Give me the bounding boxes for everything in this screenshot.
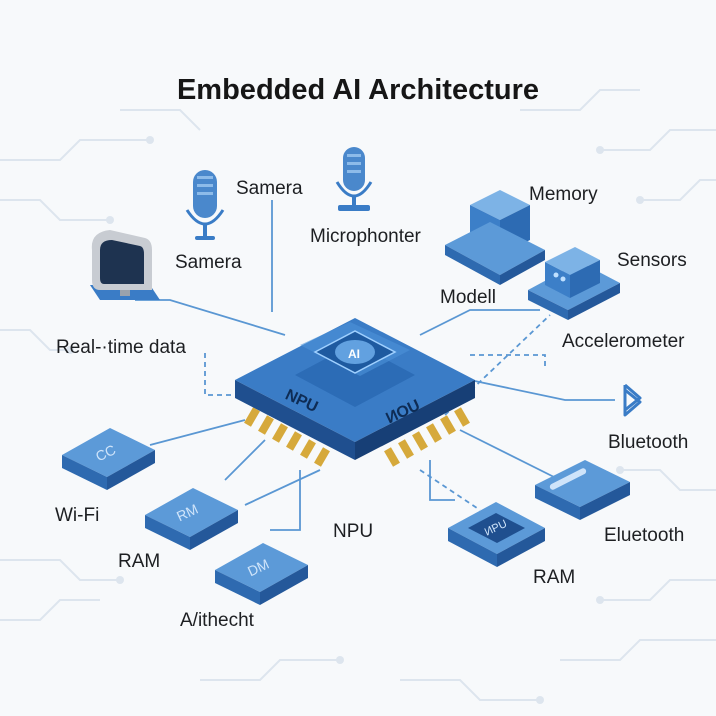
line-model [419,309,540,336]
line-npu [270,470,301,531]
line-ram [224,439,266,481]
label-alithecht: A/ithecht [180,610,254,631]
label-modell: Modell [440,287,496,308]
label-bluetooth: Bluetooth [608,432,689,453]
line-ram-right-dashed [419,469,481,511]
line-dm [244,469,321,506]
line-realtime-dashed [204,350,240,396]
line-ram-right [429,460,455,501]
label-npu: NPU [333,521,374,542]
line-realtime [135,299,286,336]
label-ram-right: RAM [533,567,576,588]
label-realtime: Real-·time data [56,337,186,358]
label-microphone: Microphonter [310,226,421,247]
line-bluetooth [469,379,615,401]
label-sensors: Sensors [617,250,687,271]
page-title: Embedded AI Architecture [176,74,540,106]
line-wifi [149,419,246,446]
line-sensors-dashed [470,354,546,370]
label-samera-left: Samera [175,252,242,273]
label-memory: Memory [529,184,598,205]
label-samera-top: Samera [236,178,303,199]
label-accelerometer: Accelerometer [562,331,685,352]
label-ram-left: RAM [118,551,161,572]
label-eluetooth: Eluetooth [604,525,685,546]
line-sensors-dashed2 [444,314,551,416]
line-eluetooth [459,429,561,481]
label-wifi: Wi-Fi [55,505,100,526]
